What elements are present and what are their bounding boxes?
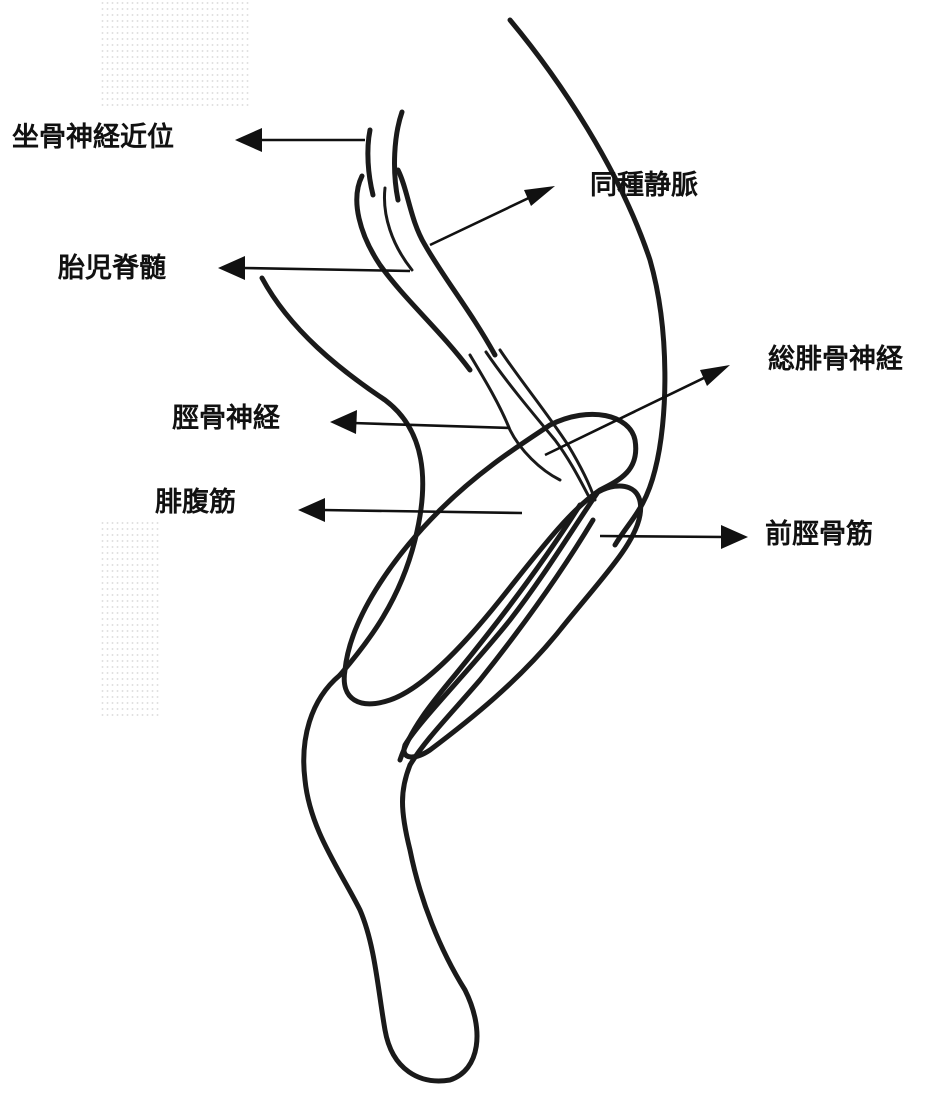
label-tibialis-anterior: 前脛骨筋 [765,521,873,548]
label-tibial-nerve: 脛骨神経 [172,405,280,432]
vein-graft-left-wall [357,176,470,370]
arrow-gastrocnemius [298,498,522,522]
label-gastrocnemius: 腓腹筋 [155,489,236,516]
thigh-outer-contour [510,20,665,545]
sciatic-nerve-strand-1 [368,130,373,195]
arrow-allogeneic-vein [430,186,555,245]
sciatic-nerve-strand-2 [395,112,402,200]
arrow-tibialis-anterior [600,525,748,549]
thigh-back-contour [262,278,423,675]
gastrocnemius-outline [344,414,636,703]
arrow-tibial-nerve [330,410,510,434]
shin-line-2 [410,520,593,765]
vein-graft-right-wall [398,170,495,355]
label-common-peroneal-nerve: 総腓骨神経 [768,346,903,373]
label-fetal-spinal-cord: 胎児脊髄 [58,255,166,282]
arrow-sciatic-nerve-proximal [235,128,365,152]
shin-line-1 [400,505,580,760]
peroneal-nerve-branch-1 [486,352,588,495]
label-sciatic-nerve-proximal: 坐骨神経近位 [12,124,174,151]
label-allogeneic-vein: 同種静脈 [590,172,698,199]
